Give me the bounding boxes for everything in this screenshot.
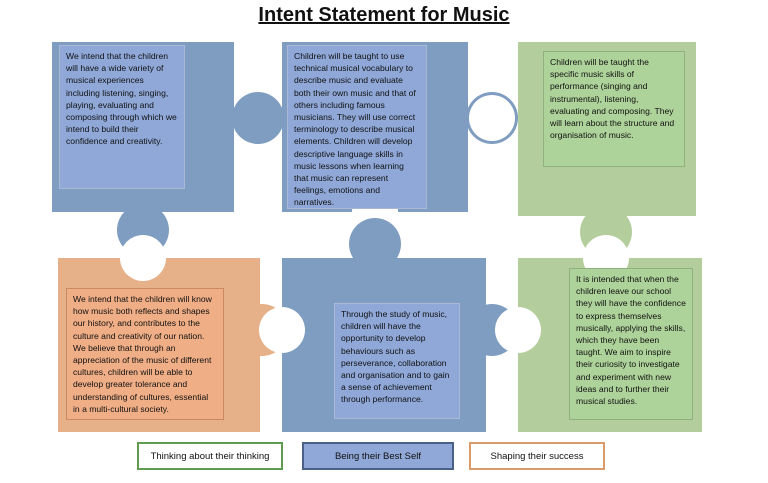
legend-best-self: Being their Best Self (302, 442, 454, 470)
piece-6-text: It is intended that when the children le… (569, 268, 693, 420)
piece-5-text: Through the study of music, children wil… (334, 303, 460, 419)
piece-4-text: We intend that the children will know ho… (66, 288, 224, 420)
legend-thinking: Thinking about their thinking (137, 442, 283, 470)
page-title: Intent Statement for Music (258, 4, 510, 26)
piece-2-text: Children will be taught to use technical… (287, 45, 427, 209)
piece-1-text: We intend that the children will have a … (59, 45, 185, 189)
piece-3-text: Children will be taught the specific mus… (543, 51, 685, 167)
legend-shaping-success: Shaping their success (469, 442, 605, 470)
